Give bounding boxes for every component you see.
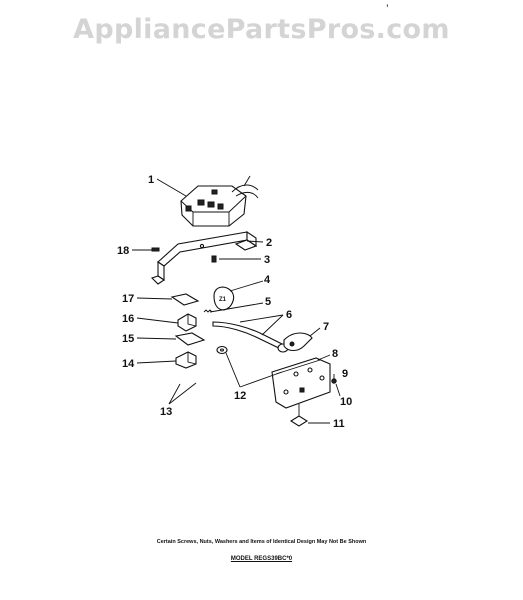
callout-15: 15 xyxy=(122,333,134,345)
part-14-clip[interactable] xyxy=(175,351,197,369)
part-2-mounting-bracket[interactable] xyxy=(150,230,258,285)
part-9-nut[interactable] xyxy=(331,378,337,384)
part-1-control-block[interactable] xyxy=(180,175,259,227)
part-12-washer[interactable] xyxy=(216,345,228,355)
part-17-plate[interactable] xyxy=(170,293,200,306)
part-8-mounting-plate[interactable] xyxy=(271,357,331,409)
callout-13: 13 xyxy=(160,406,172,418)
callout-5: 5 xyxy=(265,296,271,308)
callout-3: 3 xyxy=(264,254,270,266)
part-3-screw[interactable] xyxy=(211,255,217,263)
callout-1: 1 xyxy=(148,174,154,186)
callout-9: 9 xyxy=(342,368,348,380)
callout-8: 8 xyxy=(332,348,338,360)
part-11-stud[interactable] xyxy=(289,404,309,427)
callout-7: 7 xyxy=(323,321,329,333)
callouts: 1 2 3 4 5 6 7 8 9 10 11 12 13 14 15 16 1… xyxy=(117,174,352,430)
callout-2: 2 xyxy=(266,237,272,249)
part-15-plate[interactable] xyxy=(174,332,206,346)
callout-14: 14 xyxy=(122,358,135,370)
callout-12: 12 xyxy=(234,390,246,402)
model-label-text: MODEL REGS39BC*0 xyxy=(230,556,293,562)
header-tick: ’ xyxy=(386,2,389,16)
leader-lines xyxy=(132,178,341,424)
part-7-cam[interactable] xyxy=(283,332,313,352)
callout-10: 10 xyxy=(340,396,352,408)
footnote: Certain Screws, Nuts, Washers and Items … xyxy=(156,539,367,545)
model-label: MODEL REGS39BC*0 xyxy=(0,556,523,562)
callout-16: 16 xyxy=(122,313,134,325)
callout-4: 4 xyxy=(264,274,271,286)
callout-17: 17 xyxy=(122,293,134,305)
callout-11: 11 xyxy=(333,418,345,430)
part-18-screw[interactable] xyxy=(151,247,160,252)
part-4-marking: Z1 xyxy=(219,297,227,303)
part-16-clip[interactable] xyxy=(177,313,197,332)
callout-18: 18 xyxy=(117,245,129,257)
part-5-spring[interactable] xyxy=(203,309,213,313)
callout-6: 6 xyxy=(286,309,292,321)
watermark: AppliancePartsPros.com xyxy=(73,14,450,45)
part-4-knob[interactable]: Z1 xyxy=(213,286,235,311)
